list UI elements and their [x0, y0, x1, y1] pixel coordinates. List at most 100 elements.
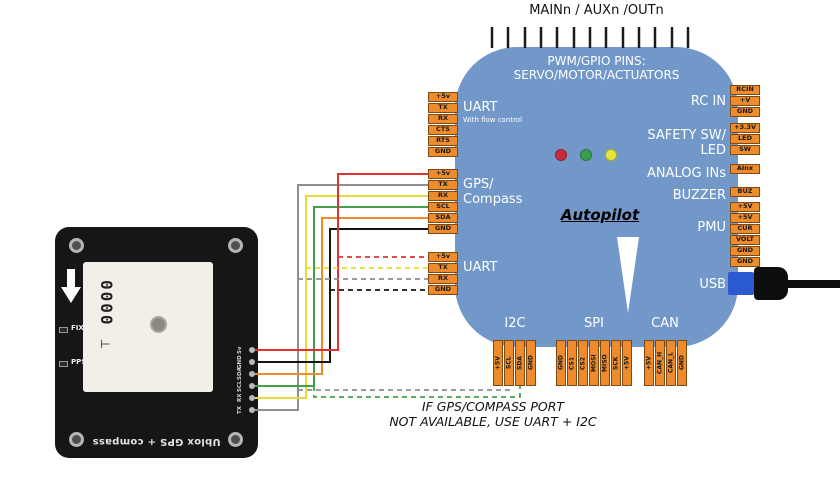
module-pin-label: SCL: [237, 380, 243, 392]
spi-pin: GND: [556, 340, 566, 386]
module-name: Ublox GPS + compass: [92, 436, 221, 447]
uart2-port-label: UART: [463, 260, 498, 275]
analog-port-pins: AInx: [730, 164, 760, 175]
uart-fc-pin: +5v: [428, 92, 458, 102]
rcin-port-label: RC IN: [690, 94, 726, 109]
gps-compass-pin: SDA: [428, 213, 458, 223]
module-pin-label: SDA: [237, 367, 243, 381]
antenna-hole: [150, 316, 167, 333]
wire-alt-i2c-sda: [313, 386, 521, 398]
safety-pin: +3.3V: [730, 123, 760, 133]
module-pin-pad: [249, 347, 255, 353]
status-led-yellow: [605, 149, 617, 161]
can-pin: GND: [677, 340, 687, 386]
gps-compass-pin: GND: [428, 224, 458, 234]
pwm-output-pins: [490, 27, 690, 48]
module-pin-pad: [249, 383, 255, 389]
module-pin-pad: [249, 371, 255, 377]
gps-compass-port-label1: GPS/: [463, 177, 494, 192]
pmu-pin: +5V: [730, 213, 760, 223]
can-pin: CAN_L: [666, 340, 676, 386]
pmu-pin: +5V: [730, 202, 760, 212]
safety-pin: SW: [730, 145, 760, 155]
usb-plug: [754, 267, 788, 300]
uart-fc-pin: GND: [428, 147, 458, 157]
i2c-pin: SCL: [504, 340, 514, 386]
i2c-pin: GND: [526, 340, 536, 386]
gps-compass-port-label2: Compass: [463, 192, 523, 207]
status-led-green: [580, 149, 592, 161]
pps-led-label: PPS: [71, 358, 87, 366]
uart2-pin: +5v: [428, 252, 458, 262]
i2c-pin: +5V: [493, 340, 503, 386]
pmu-pin: CUR: [730, 224, 760, 234]
pmu-port-label: PMU: [697, 220, 726, 235]
usb-connector: [728, 272, 754, 295]
module-pin-label: RX: [237, 393, 243, 403]
mounting-hole: [69, 238, 84, 253]
module-pin-pad: [249, 359, 255, 365]
fix-led: [59, 327, 68, 333]
note-line1: IF GPS/COMPASS PORT: [421, 399, 565, 414]
uart-fc-pin: TX: [428, 103, 458, 113]
mounting-hole: [69, 432, 84, 447]
usb-port-label: USB: [699, 277, 726, 292]
uart-fc-pin: RTS: [428, 136, 458, 146]
wire-gps-tx: [255, 184, 428, 411]
i2c-pin: SDA: [515, 340, 525, 386]
wire-alt-i2c-scl: [298, 386, 510, 391]
safety-pin: LED: [730, 134, 760, 144]
rcin-pin: GND: [730, 107, 760, 117]
module-pin-pad: [249, 395, 255, 401]
can-pin: +5V: [644, 340, 654, 386]
pps-led: [59, 361, 68, 367]
wire-gps-sda: [255, 217, 428, 375]
alternative-wiring-note: IF GPS/COMPASS PORT NOT AVAILABLE, USE U…: [368, 399, 618, 429]
buzzer-pin: BUZ: [730, 187, 760, 197]
buzzer-port-label: BUZZER: [672, 188, 726, 203]
wire-gps-5v: [255, 173, 428, 351]
antenna-marking: 0000: [97, 280, 116, 327]
spi-pin: CS1: [567, 340, 577, 386]
module-pin-label: GND: [237, 355, 243, 369]
i2c-port-label: I2C: [504, 316, 526, 331]
wire-gps-rx: [255, 195, 428, 399]
module-pin-pad: [249, 407, 255, 413]
spi-pin: CS2: [578, 340, 588, 386]
can-port-label: CAN: [651, 316, 679, 331]
rcin-pin: RCIN: [730, 85, 760, 95]
module-pin-label: TX: [237, 406, 243, 414]
usb-cable: [786, 280, 840, 288]
pmu-pin: VOLT: [730, 235, 760, 245]
analog-port-label: ANALOG INs: [646, 166, 726, 181]
gps-compass-pin: TX: [428, 180, 458, 190]
wire-gps-gnd: [255, 228, 428, 363]
uart-fc-pin: RX: [428, 114, 458, 124]
note-line2: NOT AVAILABLE, USE UART + I2C: [389, 414, 597, 429]
autopilot-board: [455, 47, 738, 347]
ceramic-antenna: [83, 262, 213, 392]
pmu-pin: GND: [730, 246, 760, 256]
analog-pin: AInx: [730, 164, 760, 174]
spi-pin: +5V: [622, 340, 632, 386]
gps-compass-pin: +5v: [428, 169, 458, 179]
polarity-mark: ⊥: [98, 338, 113, 350]
mounting-hole: [228, 238, 243, 253]
uart2-pin: GND: [428, 285, 458, 295]
mounting-hole: [228, 432, 243, 447]
uart-fc-port-label: UART: [463, 100, 498, 115]
pwm-header-label: MAINn / AUXn /OUTn: [529, 3, 664, 18]
spi-pin: MOSI: [589, 340, 599, 386]
uart-fc-port-sublabel: With flow control: [463, 116, 523, 124]
